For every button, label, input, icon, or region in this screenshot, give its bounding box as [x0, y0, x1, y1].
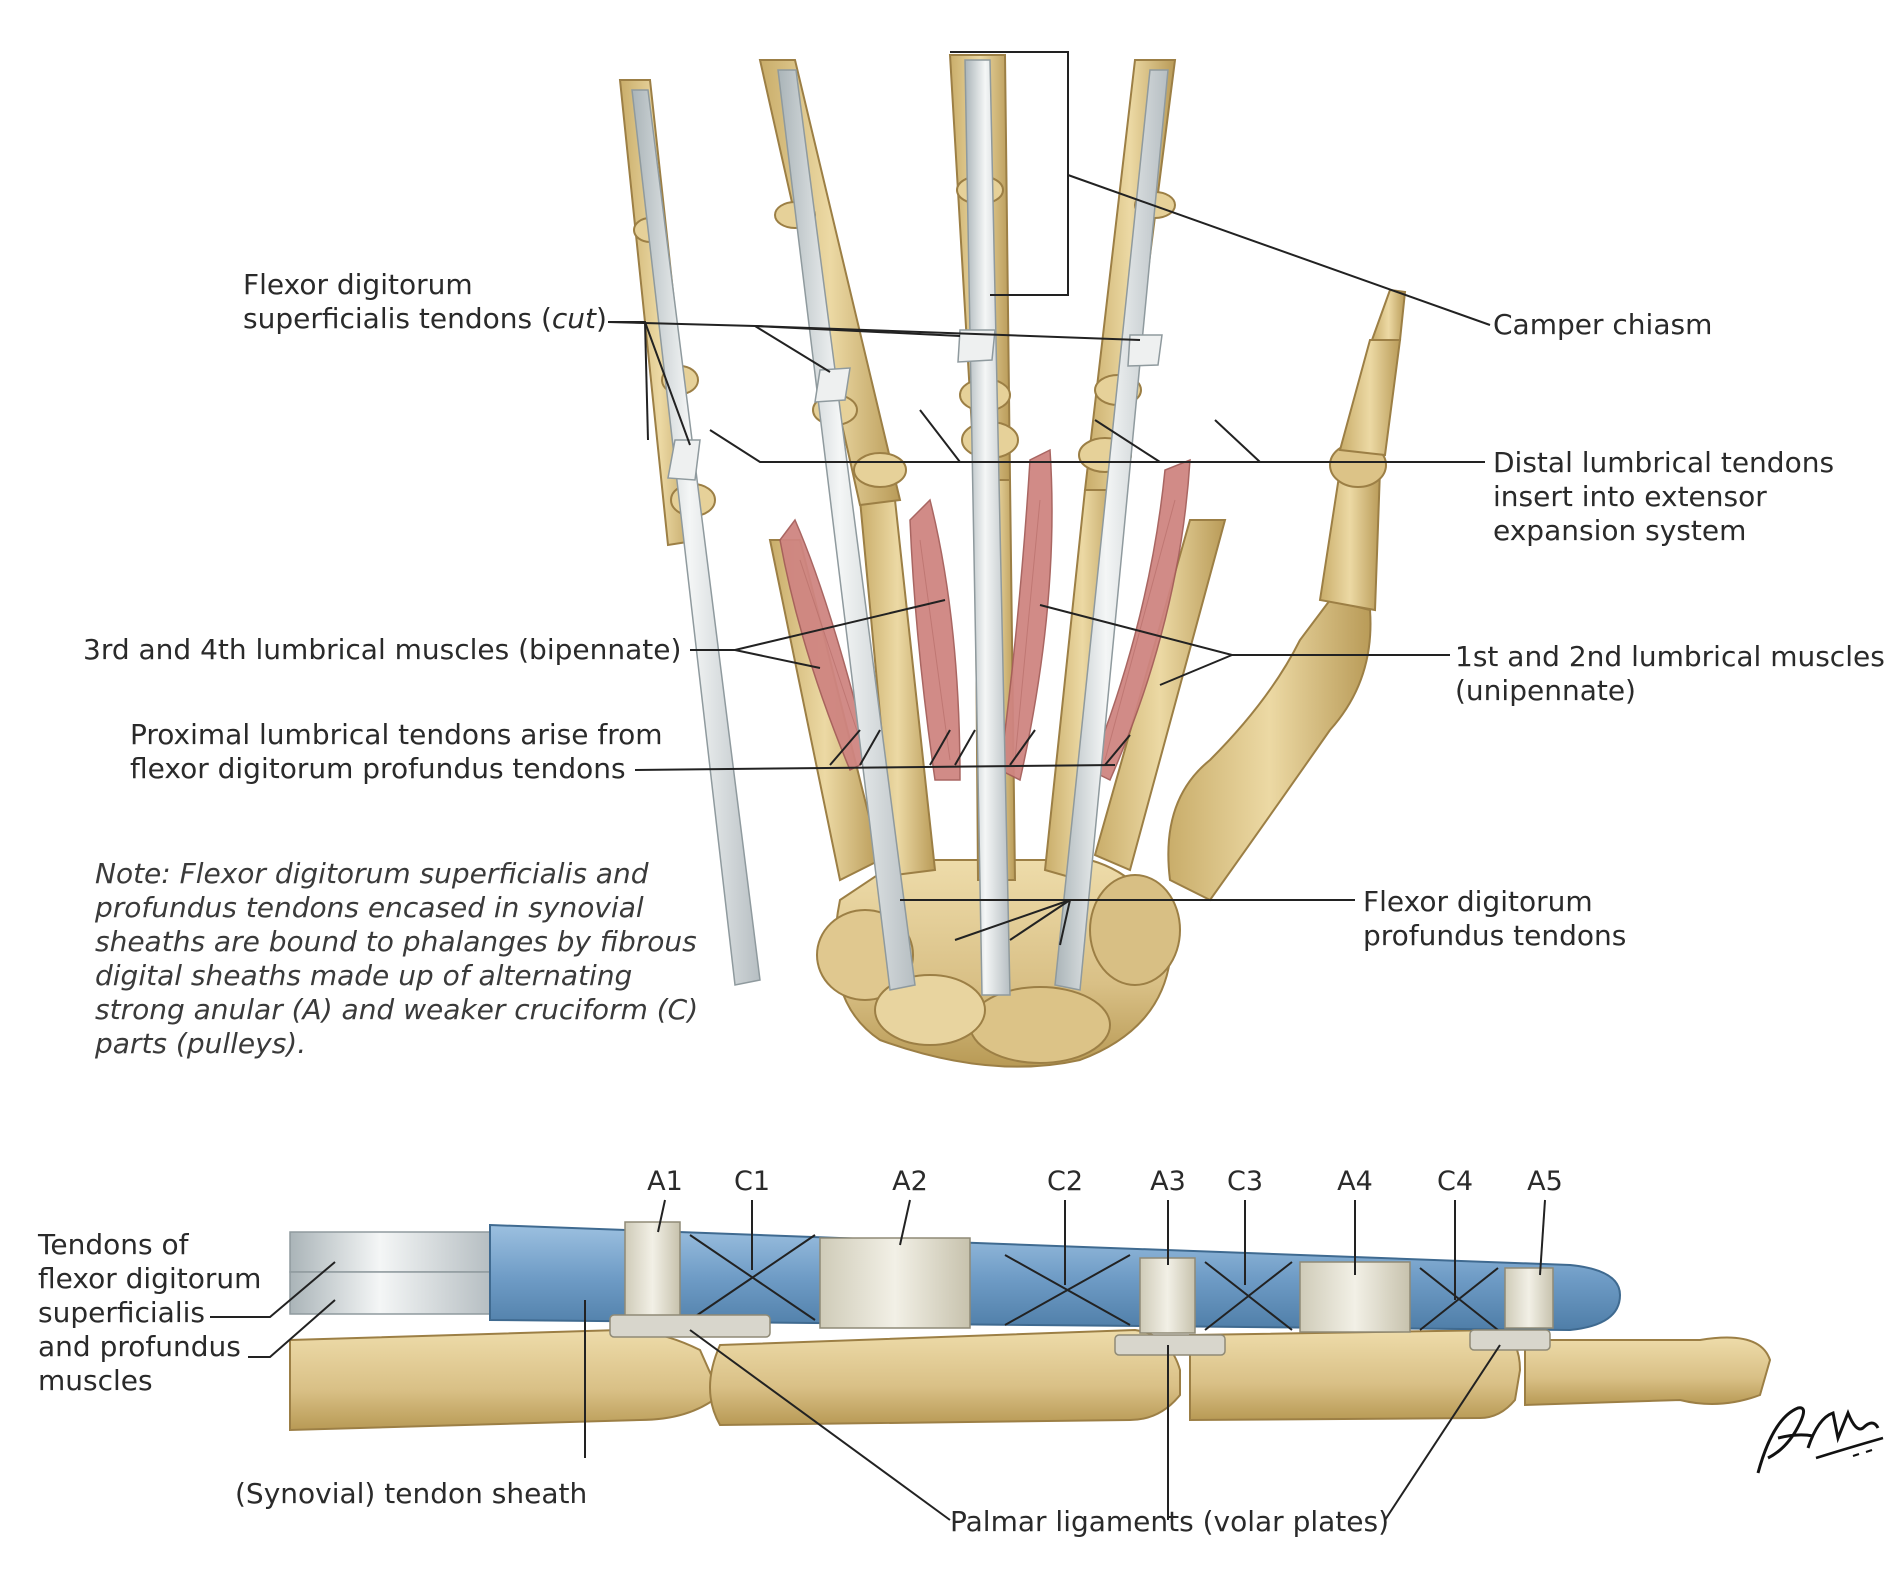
label-lumbrical-1-2: 1st and 2nd lumbrical muscles (unipennat… — [1455, 640, 1885, 707]
note-text: Note: Flexor digitorum superficialis and… — [95, 857, 699, 1060]
label-lumbrical-3-4: 3rd and 4th lumbrical muscles (bipennate… — [83, 633, 682, 666]
finger-illustration — [289, 1221, 1772, 1432]
label-distal-lumbrical: Distal lumbrical tendons insert into ext… — [1493, 446, 1835, 547]
pulley-label-a1: A1 — [647, 1166, 683, 1197]
label-synovial-sheath: (Synovial) tendon sheath — [235, 1477, 588, 1510]
artist-signature — [1756, 1406, 1884, 1474]
label-camper-chiasm: Camper chiasm — [1493, 308, 1713, 341]
label-tendons-of-flexor: Tendons of flexor digitorum superficiali… — [38, 1228, 262, 1397]
pulley-label-c4: C4 — [1436, 1166, 1474, 1197]
leader-lines — [210, 174, 1546, 1521]
hand-illustration — [618, 51, 1407, 1068]
pulley-label-a3: A3 — [1150, 1166, 1186, 1197]
pulley-label-a5: A5 — [1527, 1166, 1563, 1197]
label-proximal-lumbrical: Proximal lumbrical tendons arise from fl… — [130, 718, 663, 785]
pulley-label-c2: C2 — [1046, 1166, 1084, 1197]
pulley-label-a2: A2 — [892, 1166, 928, 1197]
label-palmar-ligaments: Palmar ligaments (volar plates) — [950, 1505, 1390, 1538]
label-fdp-tendons: Flexor digitorum profundus tendons — [1363, 885, 1627, 952]
label-fds-cut: Flexor digitorum superficialis tendons (… — [243, 268, 607, 335]
pulley-label-c1: C1 — [733, 1166, 771, 1197]
pulley-label-a4: A4 — [1337, 1166, 1373, 1197]
pulley-label-c3: C3 — [1226, 1166, 1264, 1197]
